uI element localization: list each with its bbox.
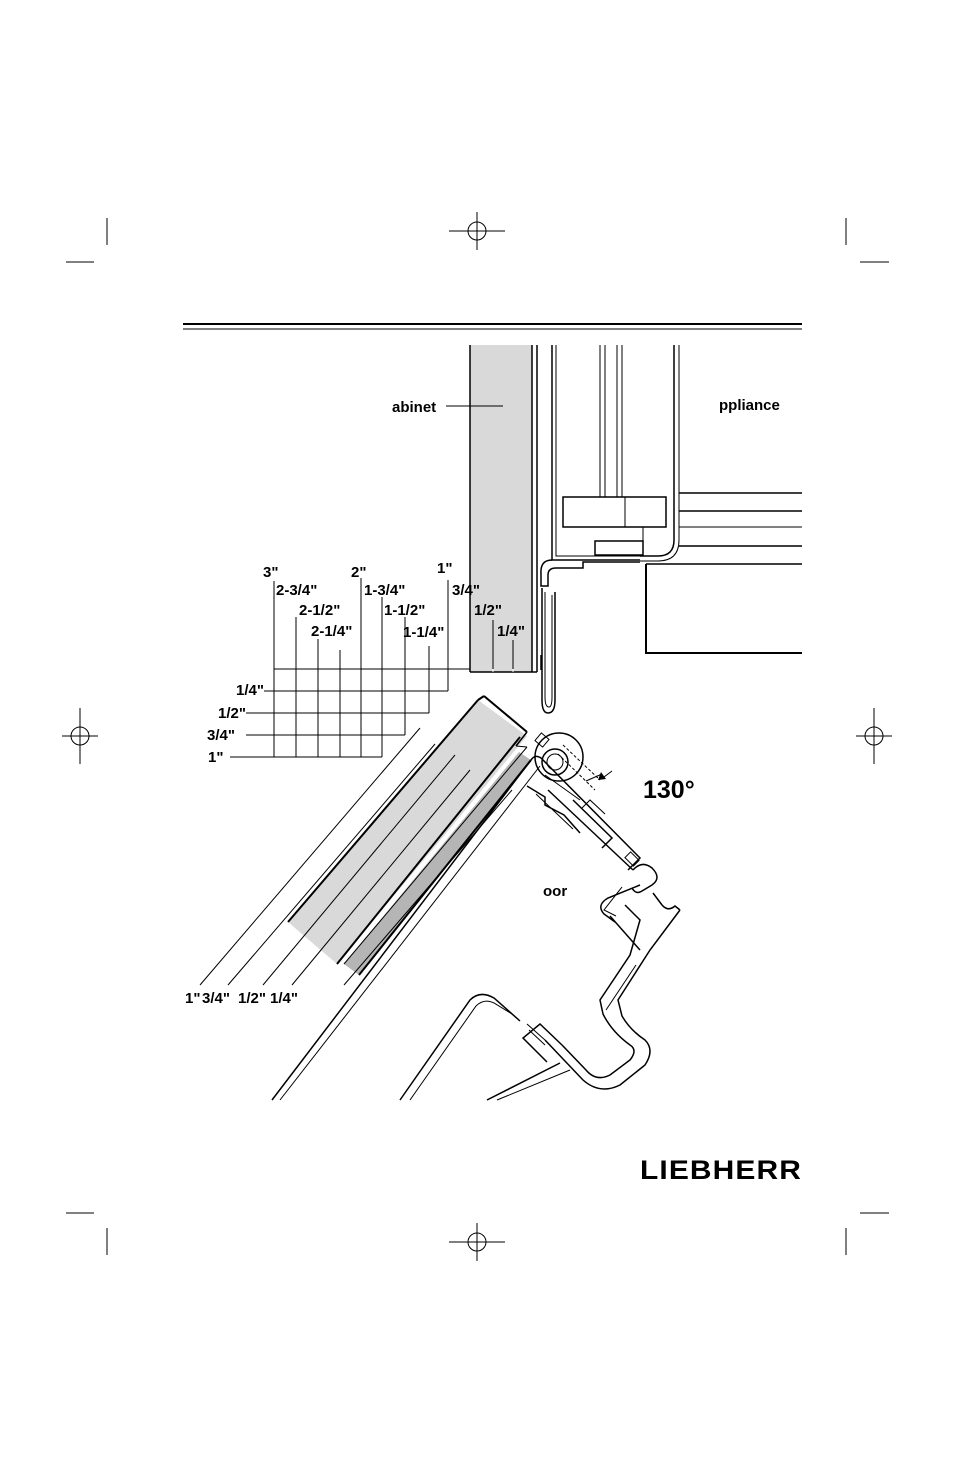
registration-mark-bottom <box>449 1223 505 1261</box>
top-scale-2: 2" <box>351 564 366 581</box>
top-scale-1-1-4: 1-1/4" <box>403 624 444 641</box>
brand-wordmark: LIEBHERR <box>640 1155 802 1185</box>
top-scale-1: 1" <box>437 560 452 577</box>
top-scale-1-3-4: 1-3/4" <box>364 582 405 599</box>
top-scale-2-1-4: 2-1/4" <box>311 623 352 640</box>
top-scale-1-4: 1/4" <box>497 623 525 640</box>
angle-indicator: 130° <box>586 771 695 804</box>
top-scale-2-1-2: 2-1/2" <box>299 602 340 619</box>
liebherr-logo: LIEBHERR <box>640 1155 802 1185</box>
top-scale-3-4: 3/4" <box>452 582 480 599</box>
registration-mark-left <box>62 708 98 764</box>
left-scale-1-2: 1/2" <box>218 705 246 722</box>
bottom-scale-1-4: 1/4" <box>270 990 298 1007</box>
registration-mark-right <box>856 708 892 764</box>
left-scale-1: 1" <box>208 749 223 766</box>
appliance-label: ppliance <box>719 397 780 414</box>
top-scale-1-2: 1/2" <box>474 602 502 619</box>
left-scale-3-4: 3/4" <box>207 727 235 744</box>
header-rule <box>183 324 802 329</box>
left-scale-labels: 1/4" 1/2" 3/4" 1" <box>207 682 264 766</box>
bottom-scale-1-2: 1/2" <box>238 990 266 1007</box>
top-scale-3: 3" <box>263 564 278 581</box>
bottom-scale-1: 1" <box>185 990 200 1007</box>
registration-mark-top <box>449 212 505 250</box>
hinge <box>535 733 600 800</box>
top-scale-2-3-4: 2-3/4" <box>276 582 317 599</box>
bottom-scale-labels: 1" 3/4" 1/2" 1/4" <box>185 990 298 1007</box>
top-scale-1-1-2: 1-1/2" <box>384 602 425 619</box>
left-scale-1-4: 1/4" <box>236 682 264 699</box>
angle-label: 130° <box>643 776 695 804</box>
cabinet-label: abinet <box>392 399 436 416</box>
door-label: oor <box>543 883 567 900</box>
bottom-scale-3-4: 3/4" <box>202 990 230 1007</box>
